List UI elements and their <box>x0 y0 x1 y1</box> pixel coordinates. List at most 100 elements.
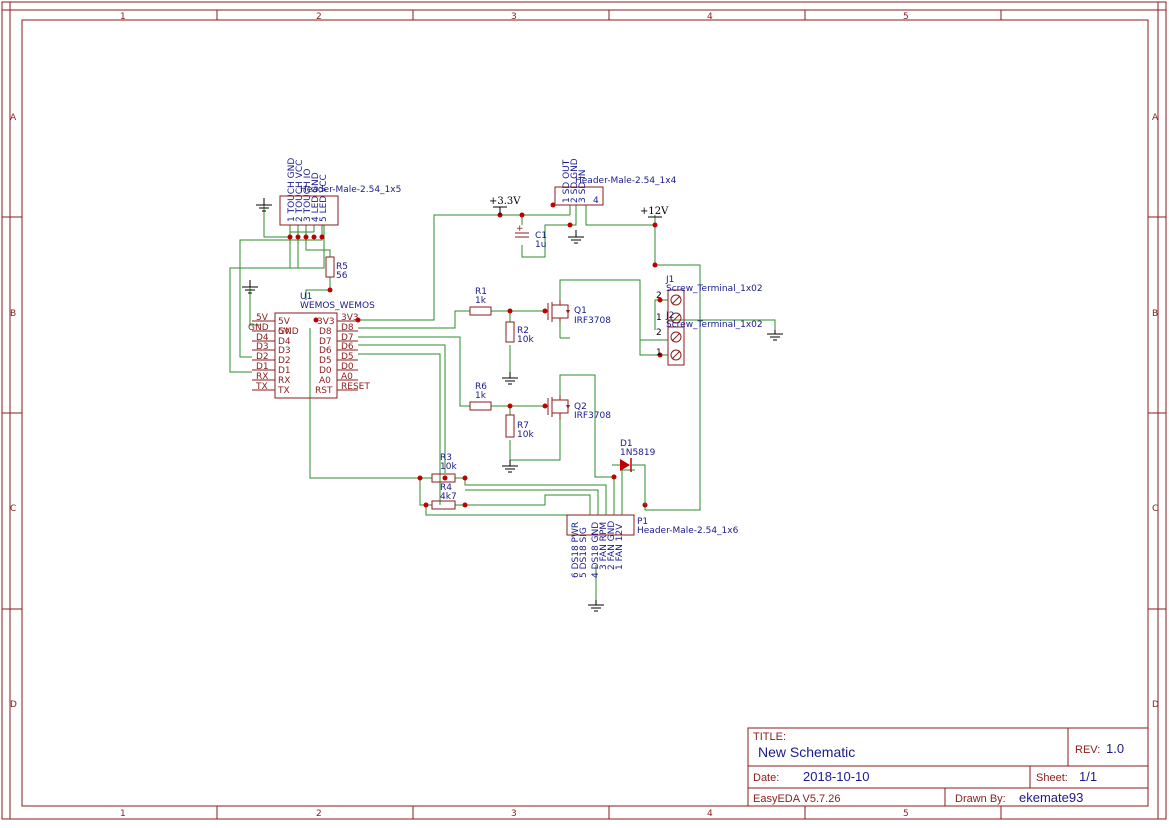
u1-inner-5v: 5V <box>278 327 291 337</box>
power-flag-3v3: +3.3V <box>489 196 521 215</box>
c1-ref: C1 <box>535 231 547 241</box>
touch-pin-2: 2 TOUCH VCC <box>295 160 305 222</box>
touch-pin-5: 5 LED VCC <box>319 174 329 222</box>
screw-terminal-j2: J2 Screw_Terminal_1x02 2 1 <box>656 311 763 366</box>
wemos-module: U1 WEMOS_WEMOS 5V GND D4 D3 D2 D1 RX TX … <box>248 292 375 399</box>
u1-inner-left-1: GND <box>278 327 299 337</box>
r3-ref: R3 <box>440 453 452 463</box>
junctions <box>287 202 663 508</box>
u1-pin-5v: 5V <box>256 313 269 323</box>
sd-header-name: Header-Male-2.54_1x4 <box>575 176 677 186</box>
ground-symbol <box>568 230 584 244</box>
row-label: A <box>10 113 17 123</box>
column-label: 5 <box>903 12 909 22</box>
u1-inner-right-5: D0 <box>319 366 332 376</box>
r1-ref: R1 <box>475 287 487 297</box>
r7-value: 10k <box>517 430 534 440</box>
p1-pin-6: 6 DS18 PWR <box>571 522 581 578</box>
r4-value: 4k7 <box>440 492 457 502</box>
drawn-by-key: Drawn By: <box>955 793 1006 805</box>
r6-value: 1k <box>475 391 487 401</box>
p1-pin-1: 1 FAN 12V <box>615 523 625 570</box>
u1-inner-right-7: RST <box>315 386 333 396</box>
row-label: C <box>10 504 16 514</box>
u1-pin-d5: D5 <box>341 352 354 362</box>
row-label: D <box>1152 700 1159 710</box>
sheet-value: 1/1 <box>1079 769 1097 784</box>
power-label-12v: +12V <box>640 206 669 217</box>
column-label: 2 <box>316 12 322 22</box>
ground-symbol <box>256 198 272 212</box>
u1-inner-right-2: D7 <box>319 337 332 347</box>
j1-pin-2: 2 <box>656 291 662 301</box>
ground-symbol <box>502 460 518 473</box>
rev-value: 1.0 <box>1106 741 1124 756</box>
r5-value: 56 <box>336 271 348 281</box>
u1-inner-right-0: 3V3 <box>317 317 335 327</box>
p1-pin-4: 4 DS18 GND <box>591 522 601 578</box>
u1-name: WEMOS_WEMOS <box>300 301 375 311</box>
touch-header-name: Header-Male-2.54_1x5 <box>300 185 401 195</box>
tool-version: EasyEDA V5.7.26 <box>753 793 840 805</box>
u1-pin-d1: D1 <box>256 362 269 372</box>
column-label: 3 <box>511 809 517 819</box>
ground-symbols <box>242 198 783 612</box>
u1-inner-left-7: TX <box>277 386 290 396</box>
drawn-by-value: ekemate93 <box>1019 790 1083 805</box>
u1-pin-d3: D3 <box>256 342 269 352</box>
u1-pin-a0: A0 <box>341 372 353 382</box>
u1-pin-tx: TX <box>255 382 268 392</box>
p1-ref: P1 <box>637 517 648 527</box>
power-label-3v3: +3.3V <box>489 196 521 207</box>
title-block: TITLE: New Schematic REV: 1.0 Date: 2018… <box>747 727 1149 807</box>
u1-pin-3v3: 3V3 <box>341 313 359 323</box>
u1-pin-gnd: GND <box>248 323 269 333</box>
column-label: 4 <box>707 12 713 22</box>
j1-value: Screw_Terminal_1x02 <box>666 284 763 294</box>
q1-ref: Q1 <box>574 306 587 316</box>
title-key: TITLE: <box>753 731 786 743</box>
sheet-key: Sheet: <box>1036 772 1068 784</box>
row-label: B <box>1152 309 1158 319</box>
j1-ref: J1 <box>665 275 674 285</box>
mosfet-q2: Q2 IRF3708 <box>547 395 611 421</box>
row-label: D <box>10 700 17 710</box>
u1-pin-d0: D0 <box>341 362 354 372</box>
sd-pin-2: 2 SD GND <box>570 158 580 203</box>
r3-value: 10k <box>440 462 457 472</box>
r2-ref: R2 <box>517 326 529 336</box>
ground-symbol <box>767 330 783 341</box>
resistor-r3: R3 10k <box>431 453 457 483</box>
fan-header-p1: P1 Header-Male-2.54_1x6 6 DS18 PWR 5 DS1… <box>566 514 739 578</box>
u1-inner-right-1: D8 <box>319 327 332 337</box>
column-label: 3 <box>511 12 517 22</box>
diode-d1: D1 1N5819 <box>612 439 656 505</box>
u1-pin-d7: D7 <box>341 333 354 343</box>
u1-pin-d4: D4 <box>256 333 269 343</box>
r7-ref: R7 <box>517 421 529 431</box>
c1-polarity: + <box>516 224 524 234</box>
p1-pin-5: 5 DS18 SIG <box>579 527 589 578</box>
r6-ref: R6 <box>475 382 487 392</box>
date-value: 2018-10-10 <box>803 769 870 784</box>
column-label: 1 <box>120 12 126 22</box>
r2-value: 10k <box>517 335 534 345</box>
u1-pin-d8: D8 <box>341 323 354 333</box>
sd-pin-1: 1 SD OUT <box>562 159 572 203</box>
u1-inner-left-4: D2 <box>278 356 291 366</box>
capacitor-c1: + C1 1u <box>515 224 547 250</box>
u1-inner-left-6: RX <box>278 376 290 386</box>
u1-inner-right-3: D6 <box>319 346 332 356</box>
resistor-r7: R7 10k <box>505 414 534 440</box>
u1-pin-reset: RESET <box>341 382 370 392</box>
j2-pin-1: 1 <box>656 348 662 358</box>
resistor-r1: R1 1k <box>469 287 492 316</box>
row-label: A <box>1152 113 1159 123</box>
ground-symbol <box>242 280 258 294</box>
touch-header: Header-Male-2.54_1x5 1 TOUCH GND 2 TOUCH… <box>279 158 401 226</box>
resistor-r4: R4 4k7 <box>431 483 457 510</box>
rev-key: REV: <box>1075 744 1100 756</box>
q1-value: IRF3708 <box>574 316 611 326</box>
